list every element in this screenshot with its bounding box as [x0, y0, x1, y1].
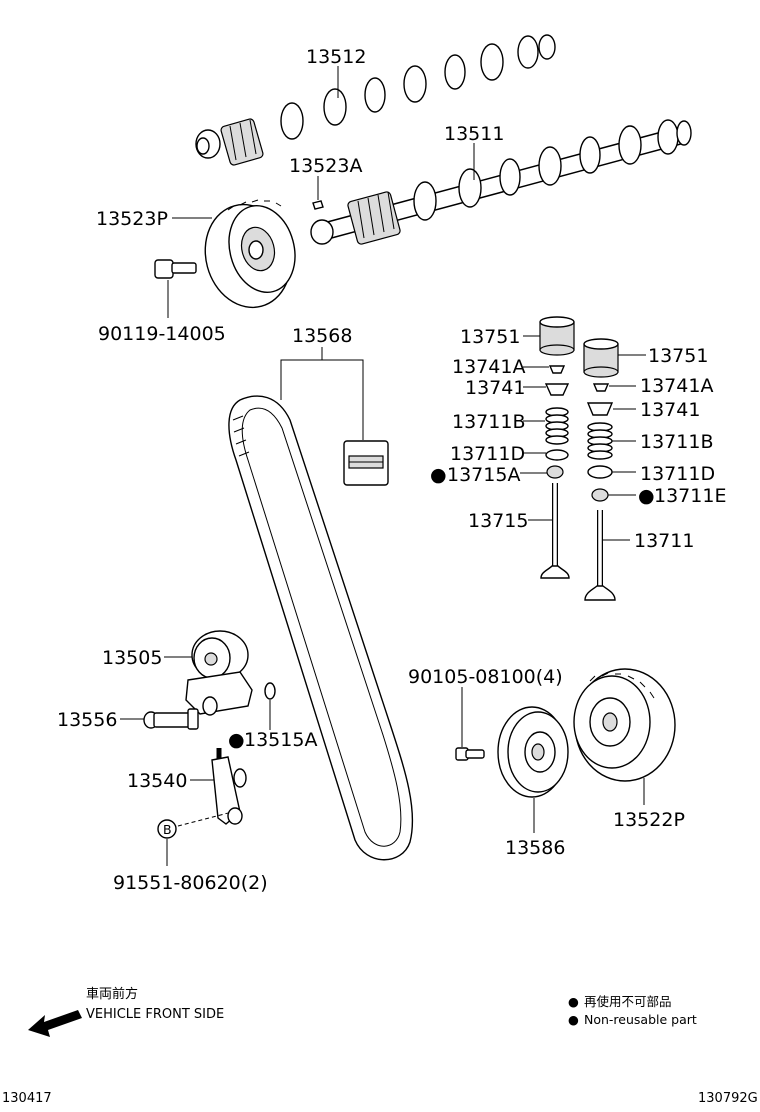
label-13523P: 13523P [96, 208, 168, 230]
legend-en: Non-reusable part [584, 1012, 697, 1027]
label-13711: 13711 [634, 530, 694, 552]
label-90119-14005: 90119-14005 [98, 323, 226, 345]
bolt-90119-14005[interactable] [154, 259, 197, 279]
label-13741A-left: 13741A [452, 356, 525, 378]
label-13741-right: 13741 [640, 399, 700, 421]
key-13523A[interactable] [312, 200, 324, 210]
label-13711D-right: 13711D [640, 463, 715, 485]
legend: ● 再使用不可部品 ● Non-reusable part [568, 994, 697, 1027]
label-13586: 13586 [505, 837, 565, 859]
bolt-90105-08100[interactable] [455, 747, 485, 761]
crank-plate-13586[interactable] [497, 706, 569, 798]
label-13512: 13512 [306, 46, 366, 68]
label-13711D-left: 13711D [450, 443, 525, 465]
seat-13711D-right[interactable] [587, 465, 613, 479]
bolt-dashed-line [177, 811, 233, 827]
camshaft-pulley-13523P[interactable] [194, 195, 304, 317]
label-13540: 13540 [127, 770, 187, 792]
label-13751-right: 13751 [648, 345, 708, 367]
label-13515A: 13515A [244, 729, 317, 751]
keeper-13741A-left[interactable] [548, 365, 566, 374]
lifter-13751-left[interactable] [539, 316, 575, 356]
retainer-13741-right[interactable] [586, 402, 614, 416]
legend-jp: 再使用不可部品 [584, 994, 672, 1009]
belt-tag-13568[interactable] [343, 440, 389, 486]
marker-13715A: ● [430, 464, 447, 486]
camshaft-13512[interactable] [195, 34, 556, 166]
valve-leaders [520, 335, 646, 541]
legend-marker-1: ● [568, 994, 579, 1009]
label-13523A: 13523A [289, 155, 362, 177]
label-91551-80620: 91551-80620(2) [113, 872, 268, 894]
valve-13711[interactable] [584, 510, 616, 601]
label-13715: 13715 [468, 510, 528, 532]
bolt-head-mark: B [163, 822, 172, 837]
marker-13515A: ● [228, 729, 245, 751]
valve-13715[interactable] [540, 483, 570, 579]
label-13741-left: 13741 [465, 377, 525, 399]
leader-13568 [280, 347, 364, 440]
marker-13711E: ● [638, 485, 655, 507]
label-13711E: 13711E [654, 485, 726, 507]
seal-13711E[interactable] [591, 488, 609, 502]
camshaft-13511[interactable] [310, 119, 692, 245]
label-13711B-right: 13711B [640, 431, 713, 453]
washer-13515A[interactable] [264, 682, 276, 700]
idler-pulley-13505[interactable] [185, 630, 253, 716]
label-13522P: 13522P [613, 809, 685, 831]
spring-13711B-right[interactable] [587, 422, 613, 460]
vehicle-front-indicator: 車両前方 VEHICLE FRONT SIDE [28, 986, 224, 1037]
label-13751-left: 13751 [460, 326, 520, 348]
spring-13711B-left[interactable] [545, 407, 569, 445]
label-13741A-right: 13741A [640, 375, 713, 397]
bolt-13556[interactable] [143, 708, 199, 730]
tensioner-13540[interactable] [211, 748, 247, 825]
diagram-code-left: 130417 [2, 1091, 52, 1106]
label-90105-08100: 90105-08100(4) [408, 666, 563, 688]
legend-marker-2: ● [568, 1012, 579, 1027]
valve-train-left [539, 316, 575, 579]
label-13511: 13511 [444, 123, 504, 145]
label-13568: 13568 [292, 325, 352, 347]
bolt-91551-80620[interactable]: B [157, 819, 177, 839]
label-13556: 13556 [57, 709, 117, 731]
valve-train-right [583, 338, 619, 601]
keeper-13741A-right[interactable] [592, 383, 610, 392]
front-label-jp: 車両前方 [86, 986, 138, 1002]
label-13505: 13505 [102, 647, 162, 669]
lifter-13751-right[interactable] [583, 338, 619, 378]
crank-pulley-13522P[interactable] [573, 668, 676, 782]
seal-13715A[interactable] [546, 465, 564, 479]
front-label-en: VEHICLE FRONT SIDE [86, 1007, 224, 1022]
label-13711B-left: 13711B [452, 411, 525, 433]
seat-13711D-left[interactable] [545, 449, 569, 461]
retainer-13741-left[interactable] [544, 383, 570, 396]
front-arrow-icon [28, 1010, 82, 1037]
diagram-code-right: 130792G [698, 1091, 758, 1106]
label-13715A: 13715A [447, 464, 520, 486]
timing-belt-13568[interactable] [228, 395, 414, 861]
